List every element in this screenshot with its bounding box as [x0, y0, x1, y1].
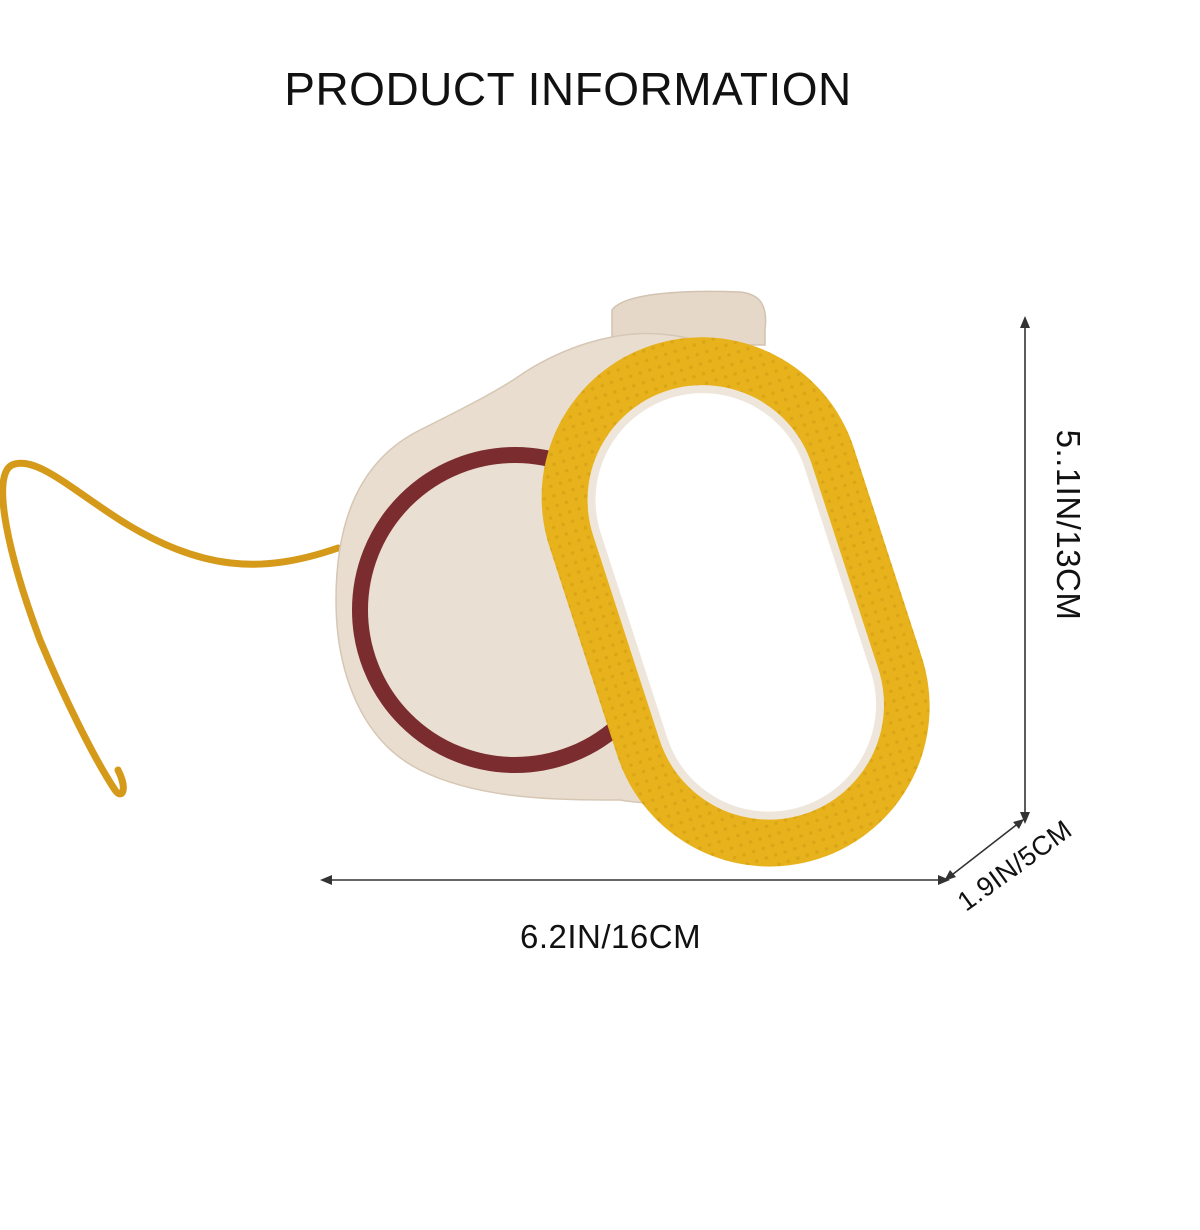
- depth-dimension-arrow: [944, 819, 1024, 881]
- page-title: PRODUCT INFORMATION: [284, 63, 852, 115]
- lock-button: [611, 290, 767, 346]
- width-label: 6.2IN/16CM: [520, 918, 702, 955]
- yellow-handle: [541, 337, 930, 867]
- height-dimension-arrow: [1020, 316, 1030, 824]
- height-label: 5..1IN/13CM: [1050, 429, 1087, 621]
- width-dimension-arrow: [320, 875, 950, 885]
- leash-cord: [0, 459, 342, 798]
